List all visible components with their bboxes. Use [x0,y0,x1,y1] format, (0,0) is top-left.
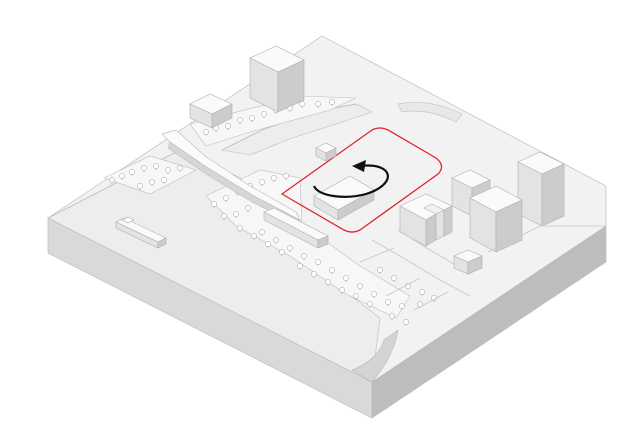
tree-icon [343,275,349,282]
site-boundary [280,127,443,233]
tree-icon [237,117,243,124]
tree-icon [153,163,159,170]
tree-icon [367,301,373,308]
tree-icon [353,293,359,300]
trees [109,99,437,326]
tree-icon [223,195,229,202]
bank-curve [351,329,399,383]
tree-icon [261,111,267,118]
tower-east [517,151,565,227]
tree-icon [273,237,279,244]
tree-icon [389,313,395,320]
tree-icon [265,241,271,248]
tree-icon [315,101,321,108]
block-east-small [453,249,483,275]
tree-icon [249,115,255,122]
tree-icon [203,129,209,136]
tree-icon [329,99,335,106]
bridge [161,129,301,227]
tree-icon [297,263,303,270]
tree-icon [161,177,167,184]
tree-icon [419,289,425,296]
tree-icon [225,123,231,130]
tree-icon [287,245,293,252]
tree-icon [279,249,285,256]
tree-icon [259,179,265,186]
rotation-arrow-icon [312,160,389,198]
pier-building [263,207,329,249]
tree-icon [137,183,143,190]
tree-icon [221,213,227,220]
tree-icon [311,271,317,278]
tree-icon [325,279,331,286]
park-strip-left [103,155,197,195]
block-east-large [469,185,523,253]
tree-icon [271,175,277,182]
tree-icon [141,165,147,172]
tree-icon [149,179,155,186]
tree-icon [377,267,383,274]
tree-icon [371,291,377,298]
boat-icon [115,216,167,249]
block-east-u [399,193,453,247]
block-northwest [189,93,233,129]
tree-icon [109,177,115,184]
tree-icon [301,253,307,260]
tree-icon [399,303,405,310]
tree-icon [391,275,397,282]
tree-icon [251,233,257,240]
streets [359,225,606,311]
tree-icon [357,283,363,290]
tree-icon [329,267,335,274]
tower-north [249,45,305,113]
tree-icon [339,287,345,294]
tree-icon [119,173,125,180]
tree-icon [233,211,239,218]
tree-icon [299,101,305,108]
tree-icon [385,299,391,306]
tree-icon [245,205,251,212]
upper-road [397,102,463,123]
tree-icon [177,165,183,172]
tree-icon [165,167,171,174]
tree-icon [283,173,289,180]
tree-icon [259,229,265,236]
tree-icon [129,169,135,176]
site-building [313,175,375,221]
small-kiosk [315,142,337,162]
tree-icon [211,201,217,208]
tree-icon [403,319,409,326]
tree-icon [315,259,321,266]
tree-icon [237,225,243,232]
